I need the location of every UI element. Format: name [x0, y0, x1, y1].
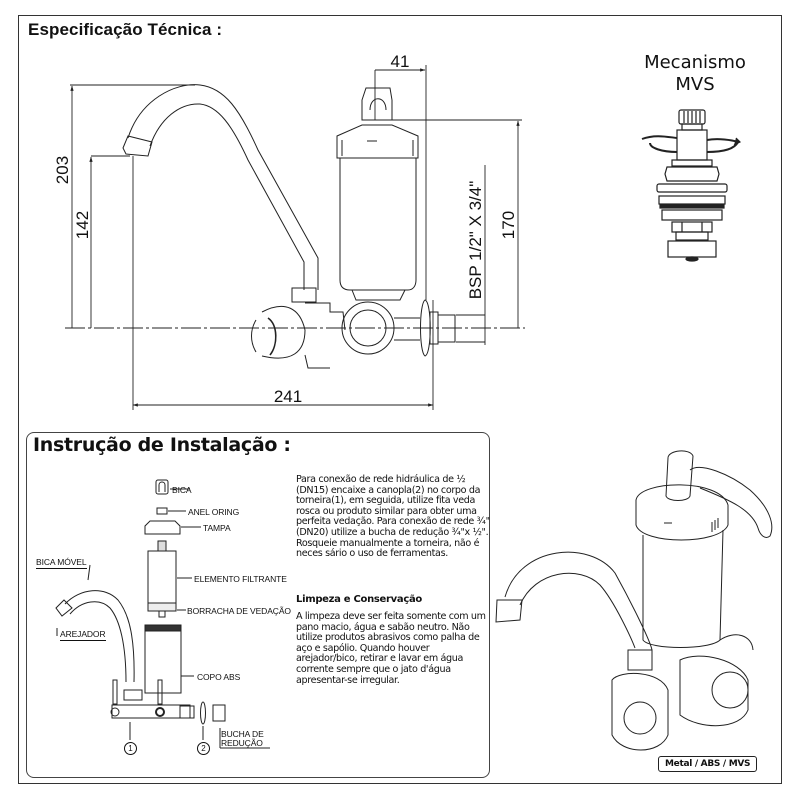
dim-filter-offset: 41 — [391, 52, 410, 71]
bica-movel-icon — [64, 590, 135, 683]
marker-2: 2 — [197, 742, 210, 755]
part-label-tampa: TAMPA — [203, 523, 231, 533]
part-label-bica-movel: BICA MÓVEL — [36, 557, 87, 569]
bucha-label-line2: REDUÇÃO — [221, 738, 263, 748]
marker-1: 1 — [124, 742, 137, 755]
mechanism-title-line1: Mecanismo — [644, 52, 746, 73]
mechanism-title: Mecanismo MVS — [620, 52, 770, 96]
part-label-elemento-filtrante: ELEMENTO FILTRANTE — [194, 574, 287, 584]
tampa-part-icon — [144, 520, 181, 535]
part-label-arejador: AREJADOR — [60, 629, 106, 641]
mechanism-title-line2: MVS — [675, 74, 715, 95]
lever-icon — [665, 450, 694, 501]
dim-spout-height: 142 — [73, 211, 92, 239]
part-label-anel-oring: ANEL ORING — [188, 507, 240, 517]
dimension-lines — [65, 65, 525, 410]
aerator-icon — [122, 135, 153, 157]
isometric-aerator-icon — [495, 599, 523, 623]
document-frame — [18, 15, 782, 784]
part-label-bica: BICA — [172, 485, 192, 495]
part-label-borracha-vedacao: BORRACHA DE VEDAÇÃO — [187, 606, 291, 616]
mvs-mechanism-icon — [641, 109, 742, 262]
bucha-label-line1: BUCHA DE — [221, 729, 264, 739]
spout-side-view — [122, 84, 319, 303]
connection-instructions: Para conexão de rede hidráulica de ½ (DN… — [296, 474, 490, 560]
installation-title: Instrução de Instalação : — [33, 434, 291, 456]
filter-canister — [336, 87, 419, 301]
part-label-copo-abs: COPO ABS — [197, 672, 241, 682]
dim-total-width: 241 — [274, 387, 302, 406]
dim-total-height: 203 — [53, 156, 72, 184]
part-label-bucha-reducao: BUCHA DE REDUÇÃO — [221, 730, 264, 748]
cleaning-instructions: A limpeza deve ser feita somente com um … — [296, 611, 486, 686]
material-badge: Metal / ABS / MVS — [658, 756, 758, 772]
canopla-icon — [200, 701, 206, 725]
bica-part-icon — [155, 479, 169, 495]
cleaning-title: Limpeza e Conservação — [296, 594, 422, 605]
bucha-icon — [212, 704, 226, 722]
dim-connection: BSP 1/2" X 3/4" — [466, 181, 485, 300]
spec-title: Especificação Técnica : — [28, 20, 223, 39]
installation-panel — [26, 432, 490, 778]
dim-filter-height: 170 — [499, 211, 518, 239]
copo-abs-icon — [144, 630, 182, 694]
